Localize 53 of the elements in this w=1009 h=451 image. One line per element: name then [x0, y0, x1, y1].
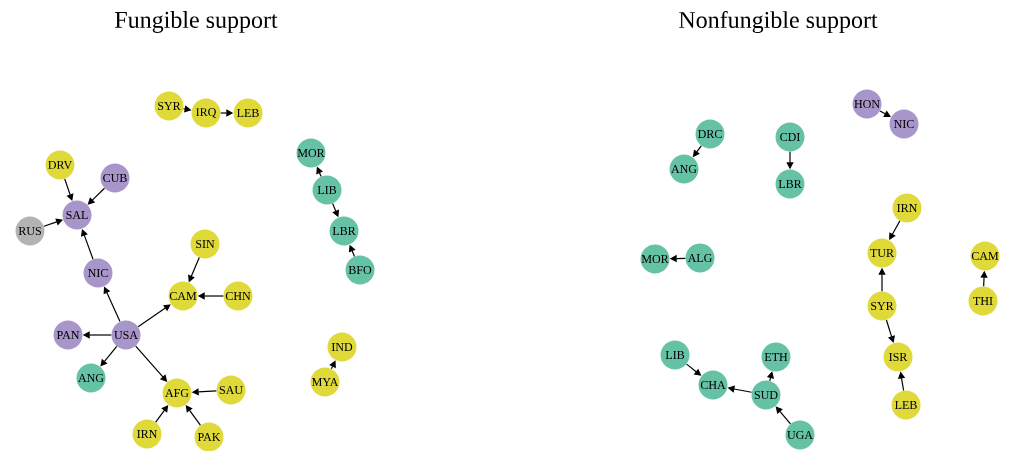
country-node: USA: [111, 320, 141, 350]
country-node: CHN: [223, 281, 253, 311]
country-node: MYA: [310, 367, 340, 397]
country-node: SIN: [190, 229, 220, 259]
panel-title: Fungible support: [115, 11, 278, 33]
country-node: TUR: [867, 238, 897, 268]
arrow: [87, 187, 106, 205]
arrow: [775, 406, 792, 425]
country-node: CAM: [970, 241, 1000, 271]
country-node: CAM: [168, 281, 198, 311]
country-node: NIC: [889, 109, 919, 139]
country-node: SYR: [154, 91, 184, 121]
arrow: [137, 304, 171, 328]
country-node: ALG: [685, 243, 715, 273]
country-node: IRQ: [191, 98, 221, 128]
arrow: [885, 319, 895, 343]
arrow: [100, 345, 118, 367]
country-node: LEB: [233, 98, 263, 128]
country-node: SYR: [867, 291, 897, 321]
arrow: [879, 110, 891, 117]
country-node: IND: [327, 332, 357, 362]
country-node: AFG: [162, 378, 192, 408]
country-node: MOR: [640, 244, 670, 274]
country-node: ISR: [883, 342, 913, 372]
country-node: ANG: [76, 363, 106, 393]
country-node: LIB: [660, 340, 690, 370]
country-node: MOR: [296, 138, 326, 168]
country-node: ANG: [669, 154, 699, 184]
country-node: THI: [968, 286, 998, 316]
panel-title: Nonfungible support: [679, 10, 878, 34]
country-node: ETH: [761, 342, 791, 372]
country-node: LEB: [891, 390, 921, 420]
country-node: IRN: [892, 193, 922, 223]
country-node: PAK: [194, 422, 224, 451]
country-node: SAL: [62, 200, 92, 230]
country-node: DRC: [695, 119, 725, 149]
country-node: DRV: [45, 150, 75, 180]
country-node: SUD: [751, 380, 781, 410]
country-node: BFO: [345, 255, 375, 285]
country-node: NIC: [83, 258, 113, 288]
country-node: HON: [852, 89, 882, 119]
country-node: CHA: [698, 370, 728, 400]
country-node: IRN: [132, 419, 162, 449]
country-node: SAU: [216, 375, 246, 405]
country-node: LBR: [775, 169, 805, 199]
country-node: UGA: [785, 420, 815, 450]
country-node: LIB: [312, 175, 342, 205]
country-node: CUB: [100, 163, 130, 193]
arrow: [329, 360, 336, 370]
country-node: LBR: [329, 216, 359, 246]
country-node: CDI: [775, 122, 805, 152]
country-node: RUS: [15, 216, 45, 246]
country-node: PAN: [53, 320, 83, 350]
